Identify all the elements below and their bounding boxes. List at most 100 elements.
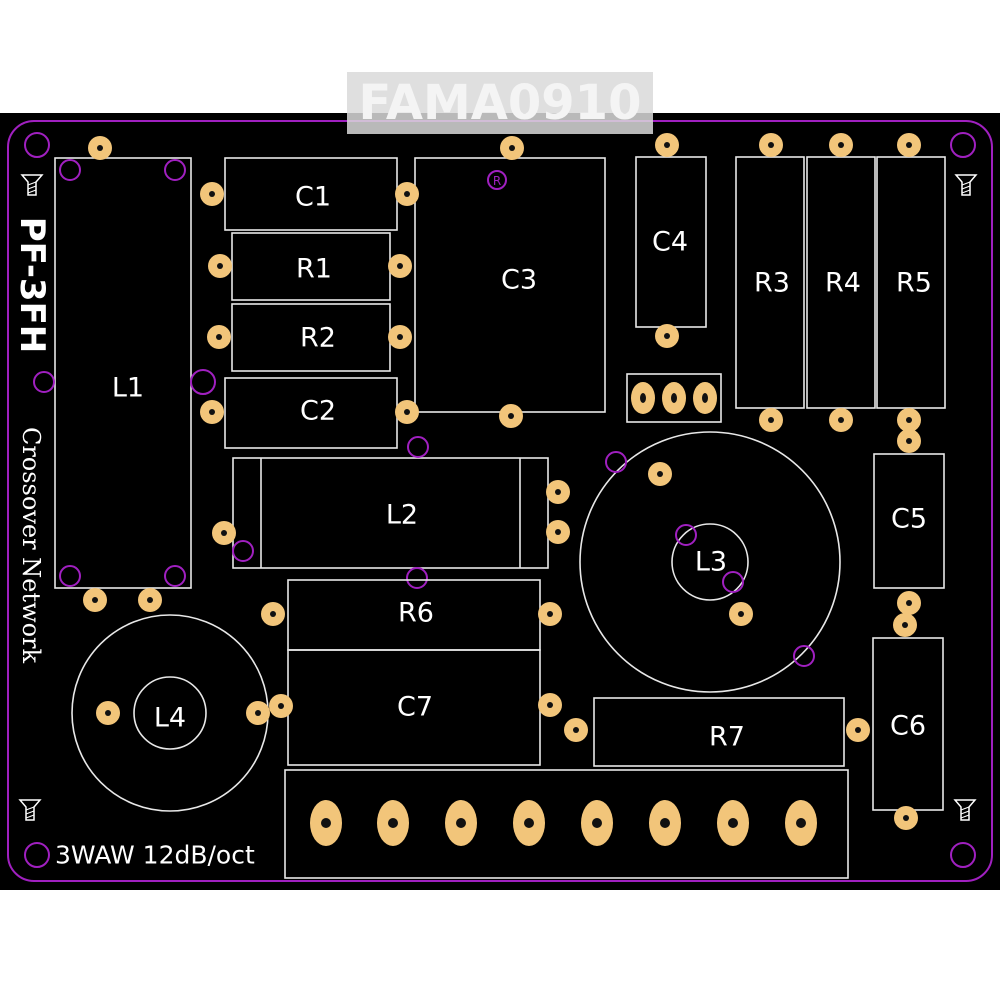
solder-pad [655, 324, 679, 348]
solder-pad [829, 408, 853, 432]
via [59, 565, 81, 587]
r5-label: R5 [896, 268, 932, 299]
solder-pad [894, 806, 918, 830]
solder-pad [395, 400, 419, 424]
r4-label: R4 [825, 268, 861, 299]
r7-outline [593, 697, 845, 767]
terminal-pad [581, 800, 613, 846]
solder-pad [655, 133, 679, 157]
via [232, 540, 254, 562]
solder-pad [261, 602, 285, 626]
via [33, 371, 55, 393]
connector-pads [631, 382, 717, 414]
board-subtitle: Crossover Network [17, 427, 45, 664]
board-body [0, 113, 1000, 890]
solder-pad [96, 701, 120, 725]
solder-pad [759, 408, 783, 432]
solder-pad [138, 588, 162, 612]
via [407, 436, 429, 458]
screw-icon [18, 799, 42, 821]
l2-outline [232, 457, 549, 569]
c7-label: C7 [397, 692, 433, 723]
terminal-pads [310, 800, 817, 846]
via [59, 159, 81, 181]
r6-label: R6 [398, 598, 434, 629]
solder-pad [200, 400, 224, 424]
terminal-pad [513, 800, 545, 846]
solder-pad [212, 521, 236, 545]
watermark: FAMA0910 [359, 75, 642, 131]
c5-outline [873, 453, 945, 589]
solder-pad [388, 254, 412, 278]
solder-pad [897, 133, 921, 157]
solder-pad [538, 693, 562, 717]
screw-icon [20, 174, 44, 196]
terminal-pad [785, 800, 817, 846]
solder-pad [200, 182, 224, 206]
solder-pad [897, 591, 921, 615]
solder-pad [729, 602, 753, 626]
l4-inner-ring [133, 676, 207, 750]
solder-pad [846, 718, 870, 742]
l4-label: L4 [154, 703, 186, 734]
solder-pad [759, 133, 783, 157]
r1-label: R1 [296, 254, 332, 285]
connector-outline [626, 373, 722, 423]
solder-pad [897, 408, 921, 432]
watermark-box [347, 72, 653, 134]
solder-pad [546, 520, 570, 544]
board-title: PF-3FH [12, 217, 52, 354]
r2-label: R2 [300, 323, 336, 354]
mounting-hole-bottom-right [950, 842, 976, 868]
solder-pad [564, 718, 588, 742]
mounting-hole-bottom-left [24, 842, 50, 868]
mounting-hole-top-left [24, 132, 50, 158]
via [605, 451, 627, 473]
terminal-pad [717, 800, 749, 846]
via [675, 524, 697, 546]
l3-label: L3 [695, 547, 727, 578]
l1-outline [54, 157, 192, 589]
c3-polarity-mark: R [493, 174, 501, 188]
r3-label: R3 [754, 268, 790, 299]
c1-label: C1 [295, 182, 331, 213]
solder-pad [388, 325, 412, 349]
solder-pad [246, 701, 270, 725]
r7-label: R7 [709, 722, 745, 753]
screw-icon [954, 174, 978, 196]
terminal-pad [445, 800, 477, 846]
solder-pad [208, 254, 232, 278]
solder-pad [83, 588, 107, 612]
c5-label: C5 [891, 504, 927, 535]
solder-pad [893, 613, 917, 637]
solder-pad [648, 462, 672, 486]
solder-pad [546, 480, 570, 504]
via [190, 369, 216, 395]
board-footer: 3WAW 12dB/oct [55, 841, 255, 870]
via [406, 567, 428, 589]
c4-label: C4 [652, 227, 688, 258]
c2-label: C2 [300, 396, 336, 427]
solder-pad [538, 602, 562, 626]
r5-outline [876, 156, 946, 409]
l3-inner-ring [671, 523, 749, 601]
c6-label: C6 [890, 711, 926, 742]
l2-label: L2 [386, 500, 418, 531]
via [164, 159, 186, 181]
solder-pad [499, 404, 523, 428]
c3-label: C3 [501, 265, 537, 296]
solder-pad [88, 136, 112, 160]
via [793, 645, 815, 667]
via [164, 565, 186, 587]
solder-pad [207, 325, 231, 349]
screw-icon [953, 799, 977, 821]
solder-pad [829, 133, 853, 157]
terminal-pad [649, 800, 681, 846]
via [487, 170, 507, 190]
via [722, 571, 744, 593]
terminal-block-outline [284, 769, 849, 879]
terminal-pad [310, 800, 342, 846]
l1-label: L1 [112, 373, 144, 404]
